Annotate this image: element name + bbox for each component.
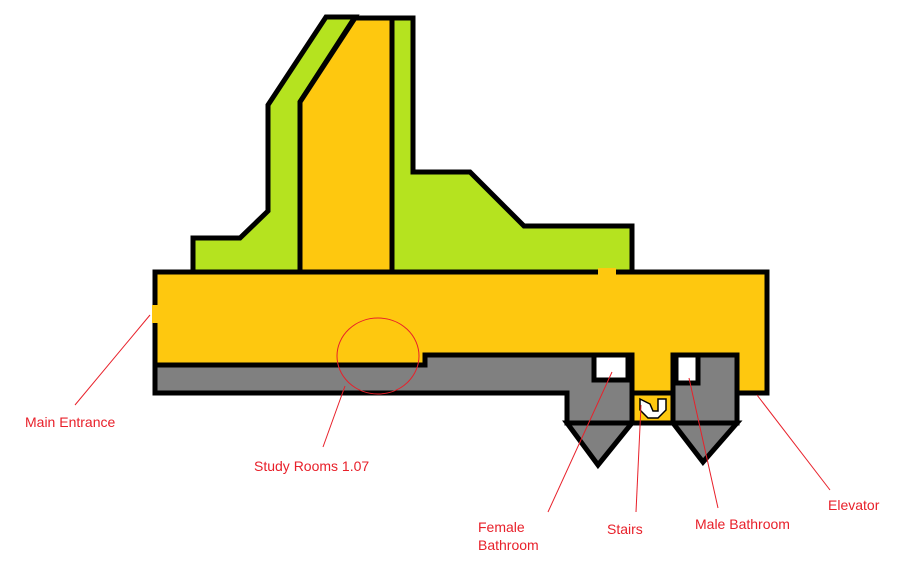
female-bathroom-label-line2: Bathroom	[478, 537, 539, 553]
male-bathroom-label: Male Bathroom	[695, 516, 790, 532]
male-bathroom-pointer	[688, 377, 719, 509]
elevator-pointer	[756, 394, 831, 491]
female-bathroom	[591, 352, 631, 383]
study-rooms-pointer	[322, 385, 346, 448]
stairs-label: Stairs	[607, 521, 643, 537]
doorway-gap	[598, 268, 616, 275]
study-rooms-circle	[336, 317, 420, 395]
male-triangle	[667, 420, 743, 466]
north-corridor	[300, 18, 392, 274]
female-bathroom-pointer	[547, 371, 613, 513]
female-bathroom-label-line1: Female	[478, 519, 525, 535]
stairs-icon	[639, 397, 667, 419]
main-entrance-pointer	[74, 314, 151, 406]
green-area-right	[389, 15, 635, 275]
study-rooms-area	[152, 352, 635, 426]
male-bathroom	[673, 352, 701, 386]
main-entrance-gap	[152, 305, 158, 323]
main-entrance-label: Main Entrance	[25, 414, 116, 430]
study-rooms-label: Study Rooms 1.07	[254, 458, 370, 474]
elevator-label: Elevator	[828, 497, 880, 513]
female-triangle	[562, 420, 638, 470]
stairs-pointer	[635, 404, 642, 513]
